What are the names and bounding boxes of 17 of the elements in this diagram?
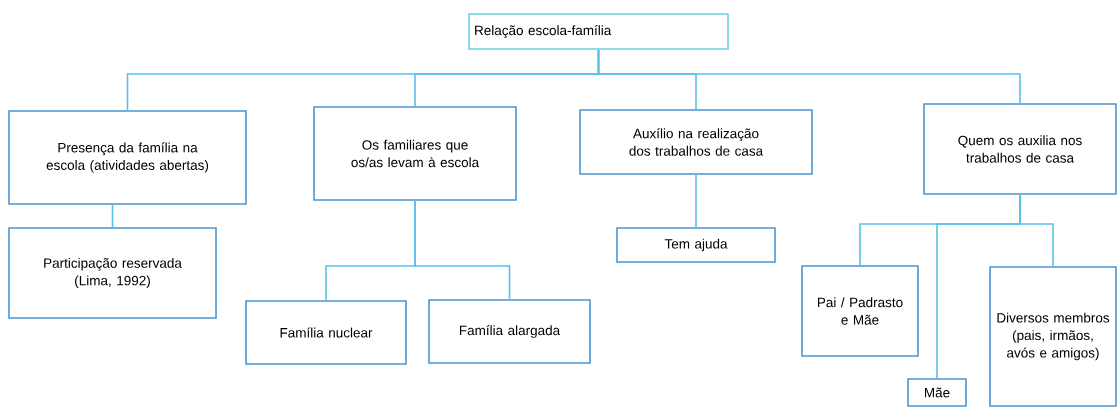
concept-box: Participação reservada (Lima, 1992) — [8, 227, 217, 319]
concept-box: Presença da família na escola (atividades abertas) — [8, 110, 247, 205]
connector-line — [1019, 194, 1054, 267]
connector-line — [111, 204, 114, 228]
concept-box: Tem ajuda — [616, 227, 776, 263]
concept-box: Diversos membros (pais, irmãos, avós e amigos) — [989, 266, 1117, 407]
concept-box: Família nuclear — [245, 300, 407, 365]
connector-line — [414, 200, 511, 300]
concept-box: Relação escola-família — [468, 13, 729, 50]
concept-box: Auxílio na realização dos trabalhos de casa — [579, 109, 813, 175]
concept-box: Mãe — [907, 378, 967, 407]
concept-box: Os familiares que os/as levam à escola — [313, 106, 517, 201]
concept-box: Pai / Padrasto e Mãe — [801, 265, 919, 357]
connector-line — [695, 174, 697, 228]
connector-line — [597, 49, 1021, 104]
concept-box: Quem os auxilia nos trabalhos de casa — [923, 103, 1117, 195]
concept-box: Família alargada — [428, 299, 591, 364]
